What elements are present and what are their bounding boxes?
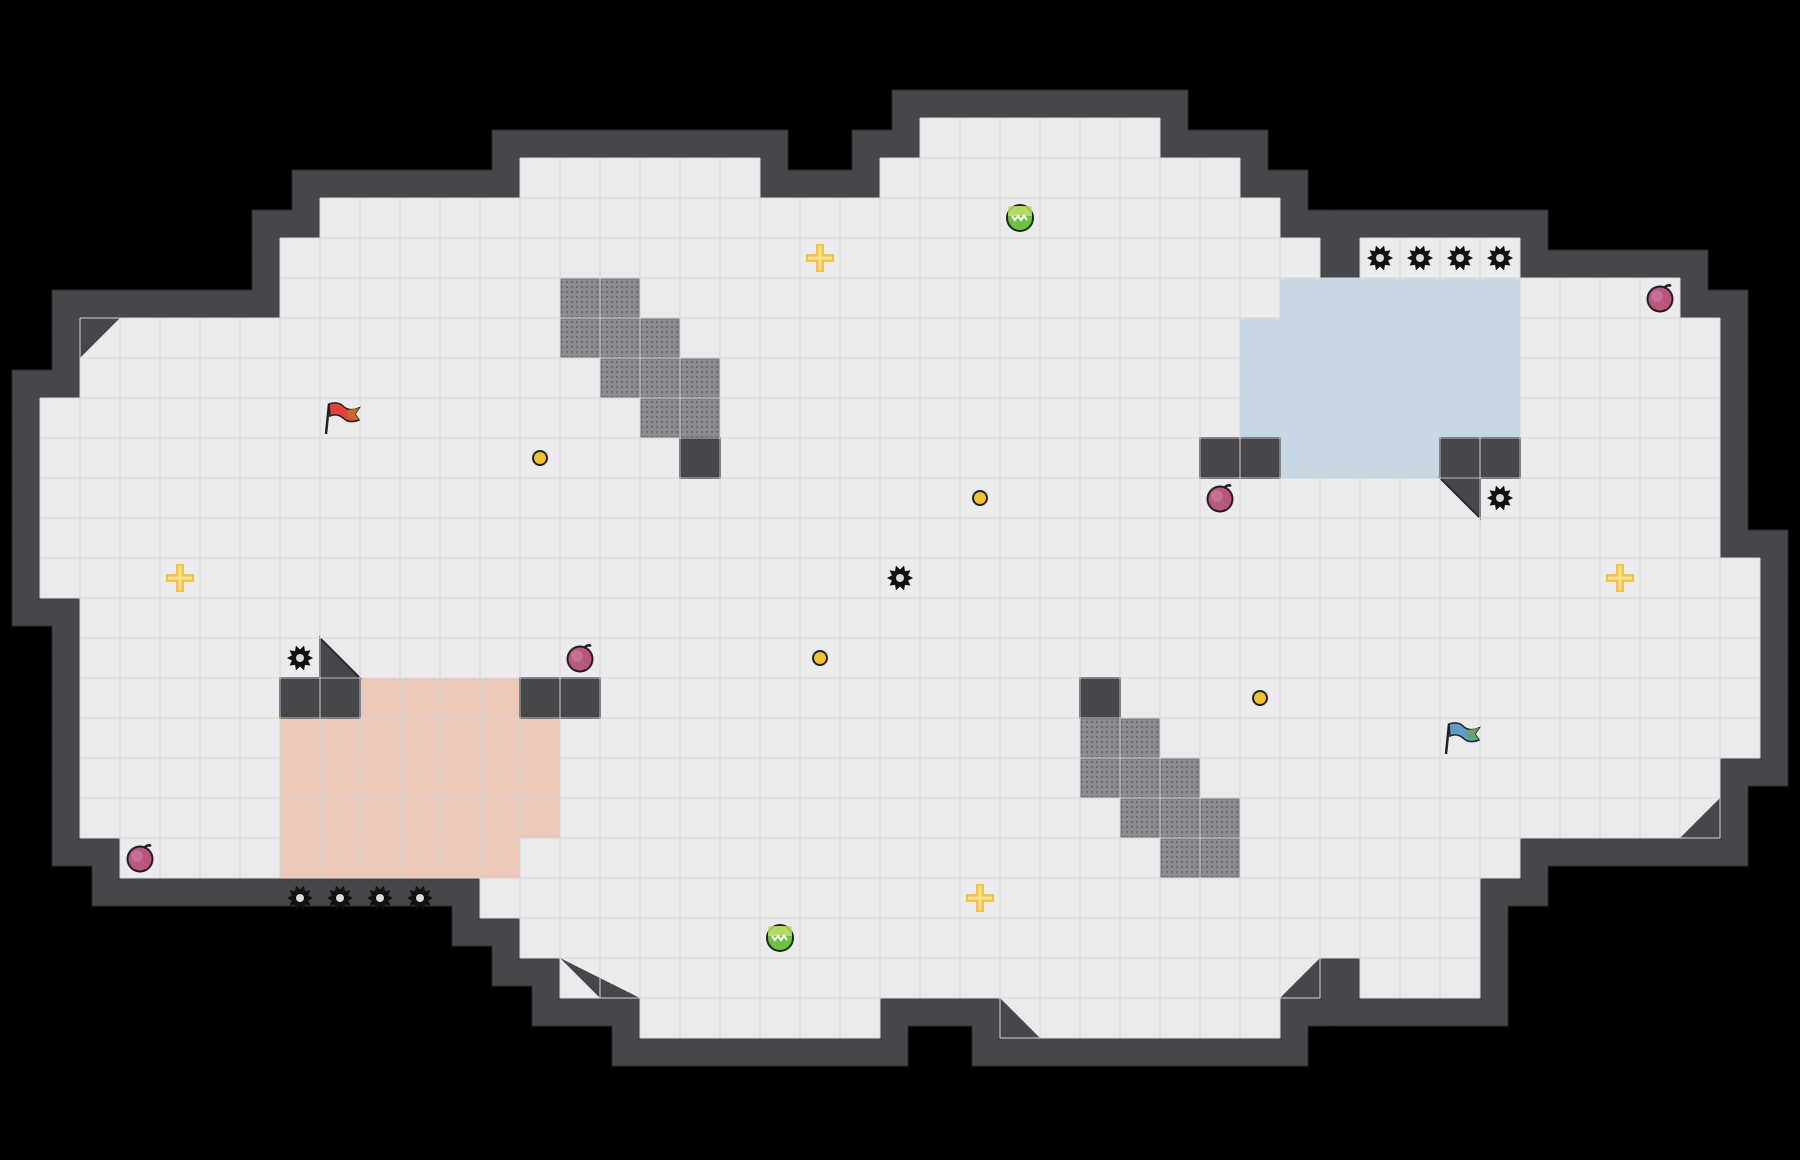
powerup-icon — [166, 564, 194, 592]
red-flag-icon[interactable] — [324, 402, 361, 435]
powerup-icon — [806, 244, 834, 272]
powerup-icon — [1606, 564, 1634, 592]
gate-tile — [1160, 758, 1200, 798]
gate-tile — [640, 358, 680, 398]
wall-block — [679, 437, 721, 479]
floor-row — [1360, 958, 1480, 998]
button-icon[interactable] — [1252, 690, 1268, 706]
gate-tile — [1120, 718, 1160, 758]
gate-tile — [1200, 798, 1240, 838]
gate-tile — [1120, 758, 1160, 798]
gate-tile — [1080, 758, 1120, 798]
gate-tile — [1160, 838, 1200, 878]
button-icon[interactable] — [972, 490, 988, 506]
floor-grid — [39, 117, 1761, 1039]
button-icon[interactable] — [532, 450, 548, 466]
spike-icon — [887, 565, 913, 591]
wall-corner — [1000, 998, 1040, 1038]
spike-icon — [407, 885, 433, 911]
button-icon[interactable] — [812, 650, 828, 666]
gate-tile — [600, 318, 640, 358]
bomb-icon — [566, 644, 594, 673]
wall-corner — [1280, 958, 1320, 998]
red-zone — [280, 718, 560, 838]
floor-row — [880, 158, 1240, 198]
gate-tile — [1160, 798, 1200, 838]
wall-corner — [480, 158, 520, 198]
gate-tile — [640, 398, 680, 438]
powerup-icon — [966, 884, 994, 912]
map-objects — [126, 204, 1674, 952]
gate-tile — [680, 398, 720, 438]
wall-corner — [1160, 118, 1240, 158]
spike-icon — [287, 645, 313, 671]
wall-corner — [760, 158, 800, 198]
gate-tile — [1120, 798, 1160, 838]
gate-tile — [600, 358, 640, 398]
spike-icon — [287, 885, 313, 911]
gate-tile — [560, 278, 600, 318]
wall-corner — [1240, 158, 1280, 198]
blue-flag-icon[interactable] — [1444, 722, 1481, 755]
gate-tile — [600, 278, 640, 318]
bomb-icon — [1206, 484, 1234, 513]
wall-block — [1079, 677, 1121, 719]
wall-corner — [1680, 798, 1720, 838]
gate-tile — [560, 318, 600, 358]
wall-corner — [80, 318, 120, 358]
spike-icon — [1487, 485, 1513, 511]
spike-icon — [327, 885, 353, 911]
spike-icon — [1447, 245, 1473, 271]
gate-tile — [1080, 718, 1120, 758]
spike-icon — [1407, 245, 1433, 271]
floor-row — [560, 958, 1320, 998]
spike-icon — [367, 885, 393, 911]
boost-icon — [766, 924, 794, 952]
floor-row — [1000, 998, 1280, 1038]
gate-tile — [640, 318, 680, 358]
gate-tiles — [560, 278, 1240, 878]
spike-icon — [1487, 245, 1513, 271]
boost-icon — [1006, 204, 1034, 232]
gate-tile — [680, 358, 720, 398]
bomb-icon — [1646, 284, 1674, 313]
spike-icon — [1367, 245, 1393, 271]
blue-zone — [1240, 318, 1520, 438]
bomb-icon — [126, 844, 154, 873]
gate-tile — [1200, 838, 1240, 878]
